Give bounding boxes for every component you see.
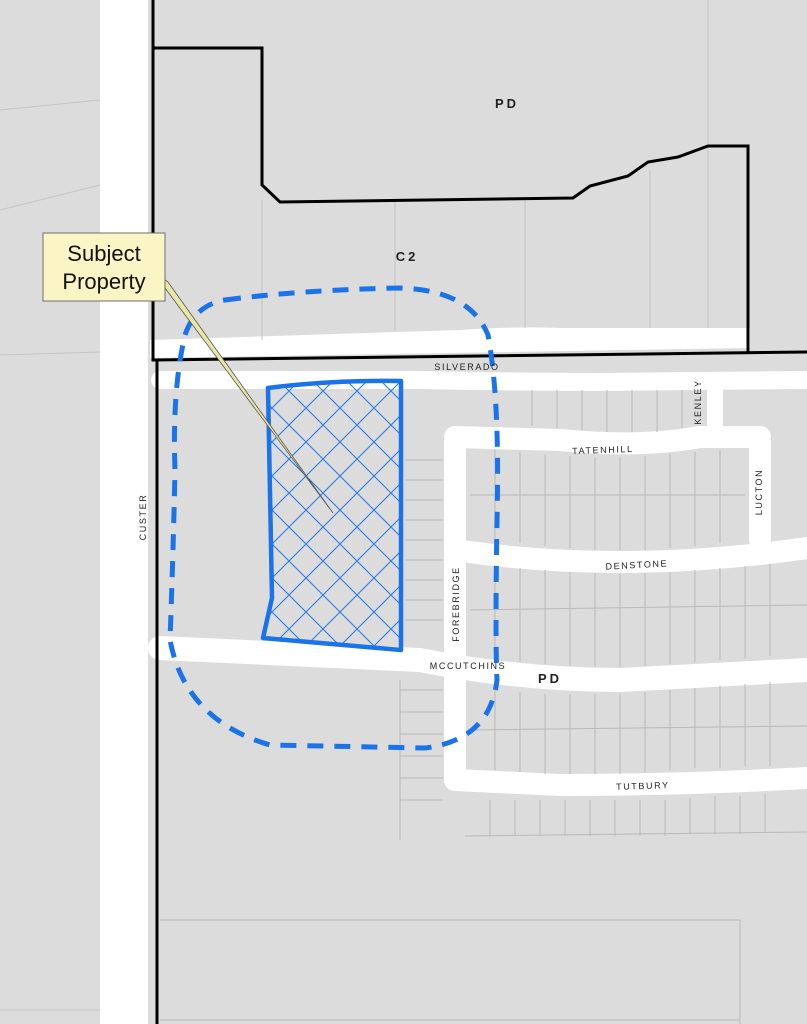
zone-label-pd-north: PD bbox=[495, 96, 519, 111]
street-label-lucton: LUCTON bbox=[754, 469, 764, 515]
street-label-kenley: KENLEY bbox=[693, 379, 703, 424]
north-parcel-lines bbox=[261, 0, 709, 340]
street-label-mccutchins: MCCUTCHINS bbox=[430, 661, 507, 671]
callout-line2: Property bbox=[62, 269, 145, 294]
pd-north-boundary bbox=[153, 46, 750, 352]
notification-buffer bbox=[167, 285, 501, 751]
street-label-tutbury: TUTBURY bbox=[616, 780, 670, 792]
silverado-boundary bbox=[152, 350, 807, 362]
street-label-tatenhill: TATENHILL bbox=[572, 444, 634, 456]
denstone-road bbox=[444, 537, 807, 574]
street-label-silverado: SILVERADO bbox=[434, 362, 499, 372]
mccutchins-road bbox=[148, 636, 807, 692]
subdivision-roads bbox=[148, 371, 807, 796]
callout-line1: Subject bbox=[67, 241, 140, 266]
silverado-road bbox=[150, 327, 750, 358]
tutbury-road bbox=[444, 767, 807, 796]
street-label-custer: CUSTER bbox=[138, 494, 148, 541]
subject-property[interactable] bbox=[260, 378, 404, 653]
zone-label-pd-south: PD bbox=[538, 671, 562, 686]
west-parcels bbox=[0, 99, 101, 1011]
zoning-boundaries bbox=[151, 0, 807, 1024]
subject-property-callout: Subject Property bbox=[42, 232, 166, 302]
custer-road bbox=[100, 0, 148, 1024]
street-label-forebridge: FOREBRIDGE bbox=[451, 566, 461, 642]
street-label-denstone: DENSTONE bbox=[605, 558, 668, 571]
subdivision-lot-lines bbox=[160, 390, 807, 1024]
south-frontage-road bbox=[151, 371, 807, 391]
tatenhill-road bbox=[444, 426, 771, 455]
zone-label-c2: C2 bbox=[396, 249, 419, 264]
